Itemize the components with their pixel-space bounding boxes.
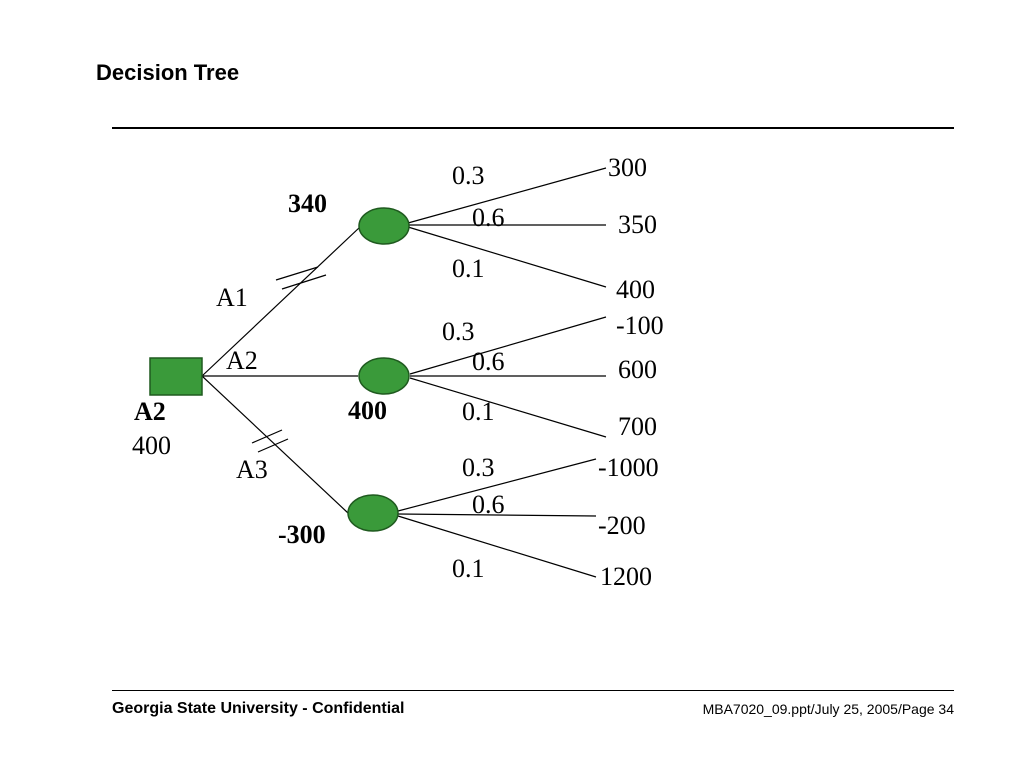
branch-edge: [409, 377, 607, 438]
footer-divider: [112, 690, 954, 691]
edge-a1: [201, 226, 361, 377]
alternative-label-a2: A2: [226, 346, 258, 375]
payoff-label: -200: [598, 511, 646, 540]
probability-label: 0.1: [462, 397, 495, 426]
expected-value-a2: 400: [348, 396, 387, 425]
payoff-label: -100: [616, 311, 664, 340]
payoff-label: -1000: [598, 453, 659, 482]
probability-label: 0.6: [472, 490, 505, 519]
branch-edge: [407, 167, 607, 224]
payoff-label: 350: [618, 210, 657, 239]
payoff-label: 300: [608, 153, 647, 182]
probability-label: 0.6: [472, 203, 505, 232]
alternative-label-a3: A3: [236, 455, 268, 484]
probability-label: 0.1: [452, 254, 485, 283]
footer-page-info: MBA7020_09.ppt/July 25, 2005/Page 34: [702, 701, 954, 717]
decision-choice-label: A2: [134, 397, 166, 426]
chance-node-a1: [358, 207, 410, 245]
prune-mark-a3: [257, 438, 289, 453]
expected-value-a1: 340: [288, 189, 327, 218]
probability-label: 0.6: [472, 347, 505, 376]
chance-node-a2: [358, 357, 410, 395]
alternative-label-a1: A1: [216, 283, 248, 312]
branch-edge: [397, 458, 597, 512]
footer-organization: Georgia State University - Confidential: [112, 700, 405, 717]
branch-edge: [409, 316, 607, 375]
branch-edge: [407, 226, 607, 288]
slide-title: Decision Tree: [96, 60, 240, 85]
expected-value-a3: -300: [278, 520, 326, 549]
chance-node-a3: [347, 494, 399, 532]
probability-label: 0.3: [452, 161, 485, 190]
payoff-label: 700: [618, 412, 657, 441]
prune-mark-a3: [251, 429, 283, 444]
prune-mark-a1: [281, 274, 327, 290]
probability-label: 0.3: [442, 317, 475, 346]
prune-mark-a1: [275, 266, 319, 281]
probability-label: 0.1: [452, 554, 485, 583]
payoff-label: 600: [618, 355, 657, 384]
probability-label: 0.3: [462, 453, 495, 482]
decision-node: [149, 357, 203, 396]
decision-value-label: 400: [132, 431, 171, 460]
branch-edge: [397, 513, 597, 517]
payoff-label: 1200: [600, 562, 652, 591]
branch-edge: [397, 515, 597, 578]
title-divider: [112, 127, 954, 129]
payoff-label: 400: [616, 275, 655, 304]
